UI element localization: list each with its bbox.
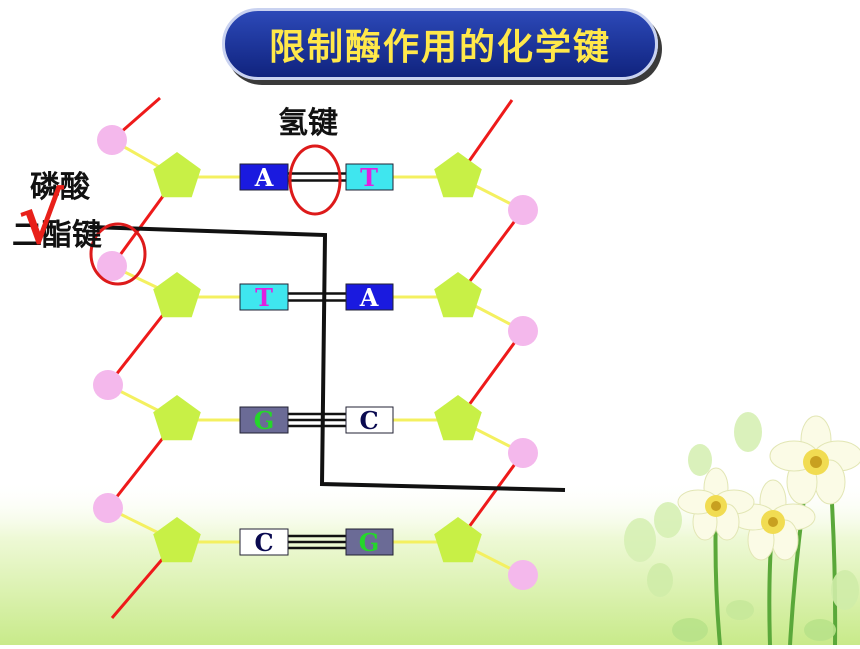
right-phosphate [508, 316, 538, 346]
right-deoxyribose [434, 152, 482, 198]
left-deoxyribose [153, 395, 201, 441]
dna-layer: A T T A G C C G [89, 96, 566, 619]
phosphodiester-label-line2: 二酯键 [12, 218, 102, 253]
phosphodiester-highlight-circle [89, 222, 147, 286]
hydrogen-bond-highlight-circle [288, 144, 342, 216]
right-deoxyribose [434, 272, 482, 318]
base-right-box [345, 163, 394, 191]
right-phosphate [508, 438, 538, 468]
base-left-box [239, 163, 289, 191]
left-phosphate [97, 125, 127, 155]
base-right-label: C [359, 406, 378, 435]
right-phosphate [508, 195, 538, 225]
base-right-box [345, 528, 394, 556]
base-right-box [345, 406, 394, 434]
base-left-box [239, 283, 289, 311]
left-deoxyribose [153, 517, 201, 563]
right-deoxyribose [434, 517, 482, 563]
base-left-box [239, 406, 289, 434]
base-left-label: G [254, 406, 275, 435]
checkmark-icon: √ [18, 177, 65, 260]
title-banner: 限制酶作用的化学键 [222, 8, 658, 80]
base-right-label: G [359, 528, 380, 557]
left-phosphate [93, 493, 123, 523]
base-right-box [345, 283, 394, 311]
base-left-label: T [255, 283, 273, 312]
base-left-box [239, 528, 289, 556]
right-deoxyribose [434, 395, 482, 441]
hydrogen-bond-label: 氢键 [278, 106, 338, 141]
base-right-label: T [360, 163, 378, 192]
phosphodiester-label-line1: 磷酸 [30, 170, 90, 205]
base-left-label: C [254, 528, 273, 557]
left-phosphate [93, 370, 123, 400]
left-deoxyribose [153, 152, 201, 198]
decorative-flowers [624, 412, 860, 646]
cut-line [89, 225, 566, 492]
page-title: 限制酶作用的化学键 [268, 27, 611, 68]
right-phosphate [508, 560, 538, 590]
base-right-label: A [359, 283, 379, 312]
base-left-label: A [254, 163, 274, 192]
left-phosphate [97, 251, 127, 281]
left-deoxyribose [153, 272, 201, 318]
